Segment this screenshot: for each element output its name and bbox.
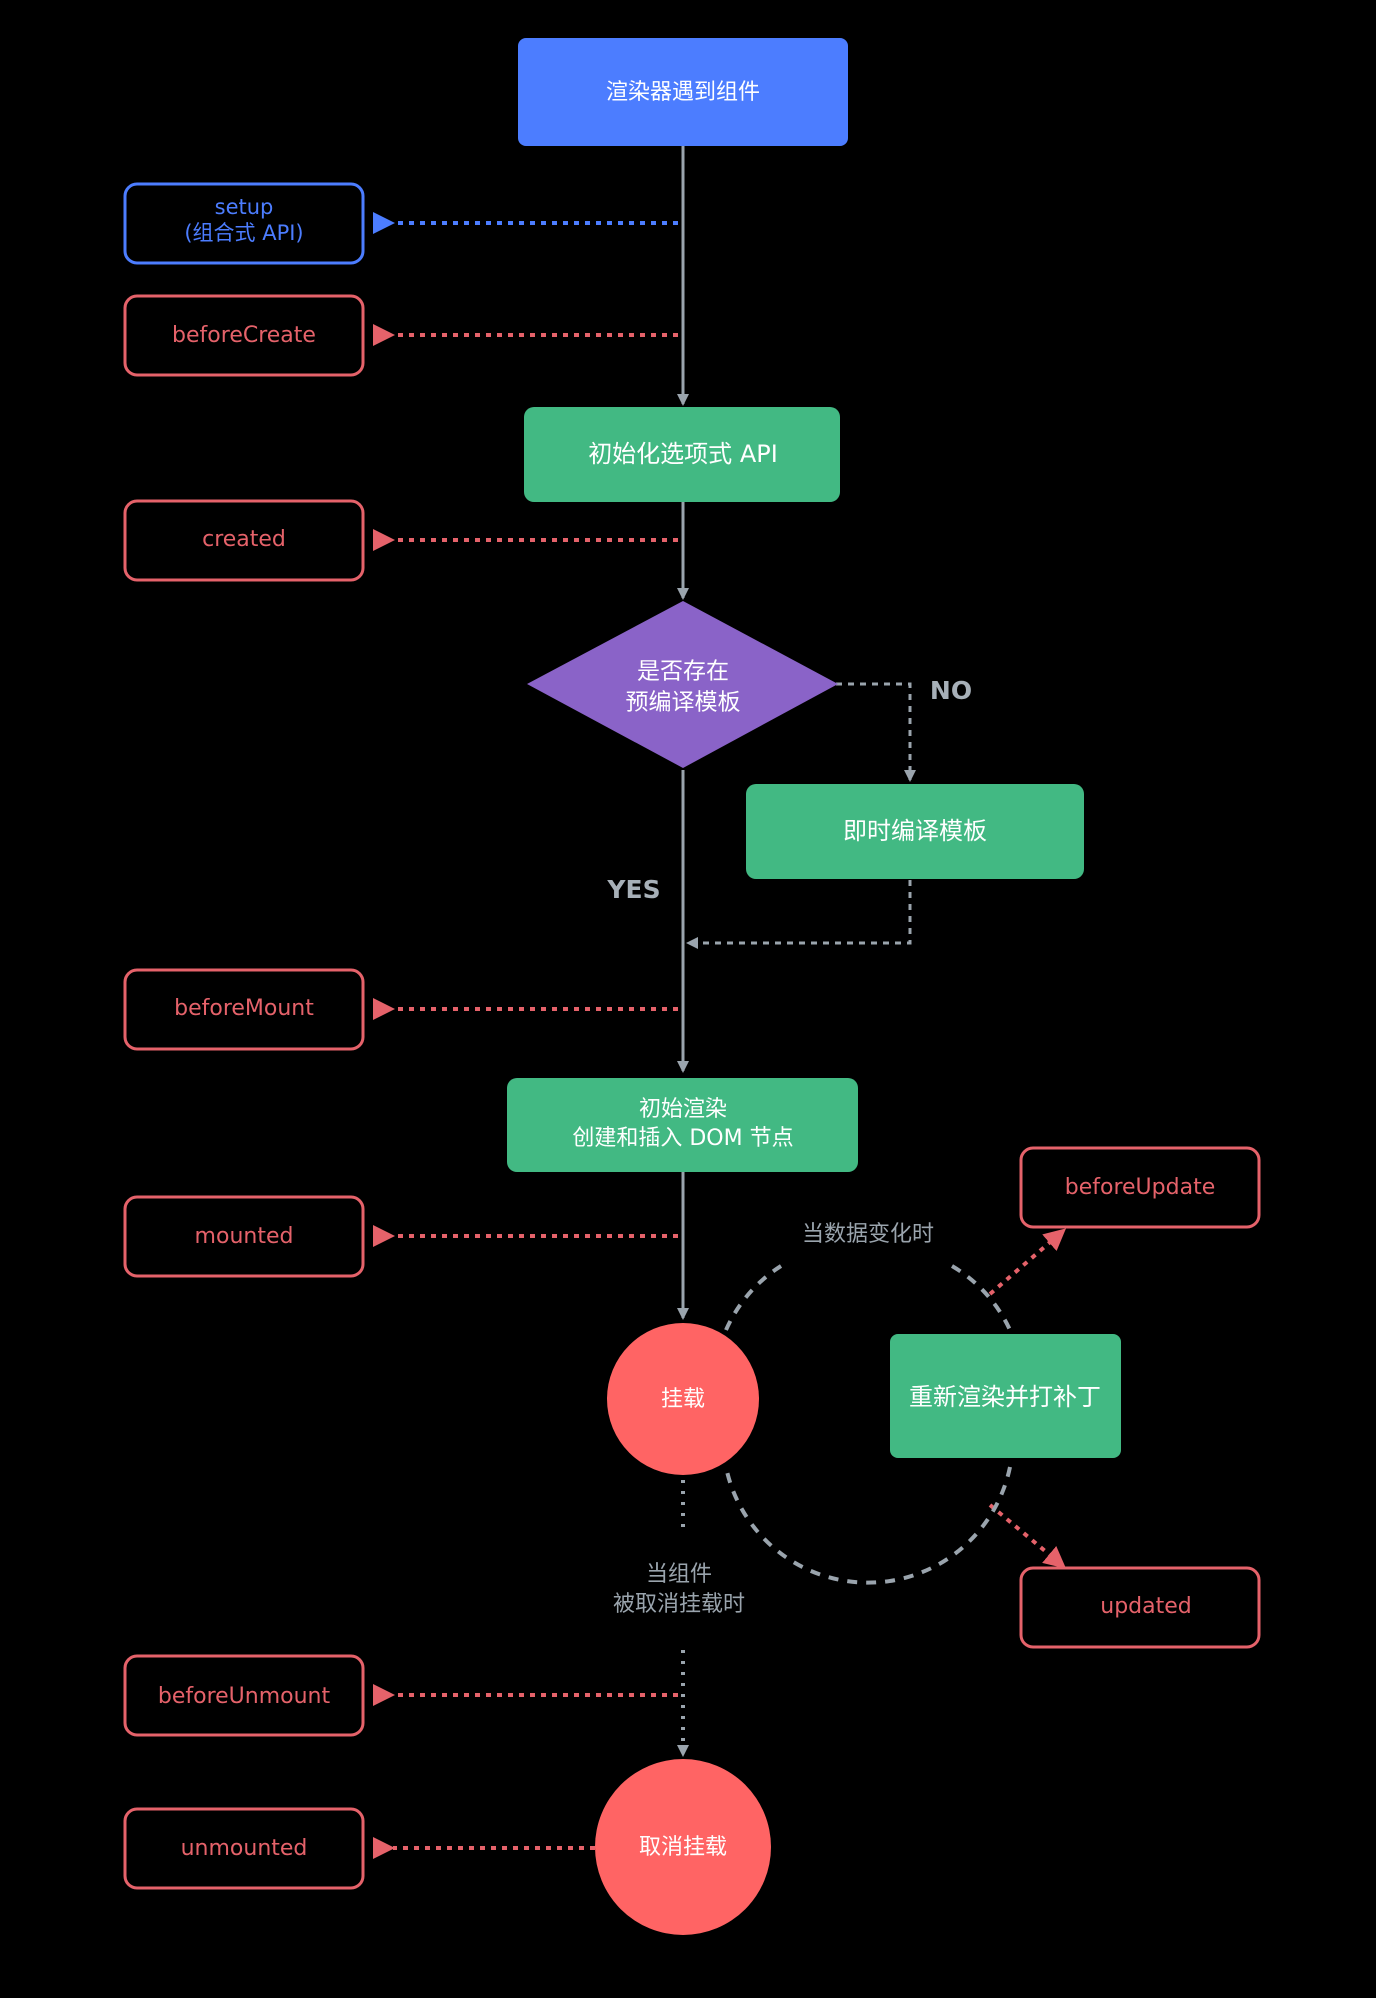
no-branch-connector xyxy=(686,682,916,949)
mounted-label: mounted xyxy=(195,1224,294,1249)
setup-label: setup xyxy=(215,195,274,219)
renderer-encounters-component-node: 渲染器遇到组件 xyxy=(518,38,848,146)
hook-connectors xyxy=(373,212,1067,1859)
initial-render-line1: 初始渲染 xyxy=(639,1097,727,1122)
init-options-label: 初始化选项式 API xyxy=(588,440,778,468)
unmount-label-line2: 被取消挂载时 xyxy=(613,1592,745,1617)
updated-hook-box: updated xyxy=(1019,1566,1261,1649)
renderer-label: 渲染器遇到组件 xyxy=(606,80,760,105)
before-unmount-label: beforeUnmount xyxy=(158,1684,331,1709)
before-create-label: beforeCreate xyxy=(172,323,316,348)
setup-hook-box: setup (组合式 API) xyxy=(123,182,365,265)
initial-render-line2: 创建和插入 DOM 节点 xyxy=(572,1126,793,1151)
compile-template-node: 即时编译模板 xyxy=(746,784,1084,879)
init-options-api-node: 初始化选项式 API xyxy=(524,407,840,502)
before-update-hook-box: beforeUpdate xyxy=(1019,1146,1261,1229)
compile-label: 即时编译模板 xyxy=(843,817,987,845)
before-mount-label: beforeMount xyxy=(174,996,314,1021)
unmounted-label: unmounted xyxy=(181,1836,308,1861)
before-update-label: beforeUpdate xyxy=(1065,1175,1215,1200)
mounted-hook-box: mounted xyxy=(123,1195,365,1278)
yes-label: YES xyxy=(606,875,660,904)
mounted-state-label: 挂载 xyxy=(661,1387,705,1412)
decision-line2: 预编译模板 xyxy=(626,690,741,716)
template-decision-node: 是否存在 预编译模板 xyxy=(527,601,838,768)
initial-render-node: 初始渲染 创建和插入 DOM 节点 xyxy=(507,1078,858,1172)
decision-line1: 是否存在 xyxy=(637,659,729,685)
rerender-patch-node: 重新渲染并打补丁 xyxy=(890,1334,1121,1458)
unmounted-state-label: 取消挂载 xyxy=(639,1835,727,1860)
before-unmount-hook-box: beforeUnmount xyxy=(123,1654,365,1737)
created-hook-box: created xyxy=(123,499,365,582)
unmounted-hook-box: unmounted xyxy=(123,1807,365,1890)
data-change-label: 当数据变化时 xyxy=(802,1222,934,1247)
unmounted-state-node: 取消挂载 xyxy=(595,1759,771,1935)
updated-label: updated xyxy=(1100,1594,1191,1619)
update-cycle-loop xyxy=(724,1264,1012,1585)
unmount-label-line1: 当组件 xyxy=(646,1562,712,1587)
rerender-label: 重新渲染并打补丁 xyxy=(909,1383,1101,1411)
before-create-hook-box: beforeCreate xyxy=(123,294,365,377)
setup-sublabel: (组合式 API) xyxy=(184,221,303,245)
no-label: NO xyxy=(930,676,972,705)
created-label: created xyxy=(202,527,286,552)
before-mount-hook-box: beforeMount xyxy=(123,968,365,1051)
mounted-state-node: 挂载 xyxy=(607,1323,759,1475)
